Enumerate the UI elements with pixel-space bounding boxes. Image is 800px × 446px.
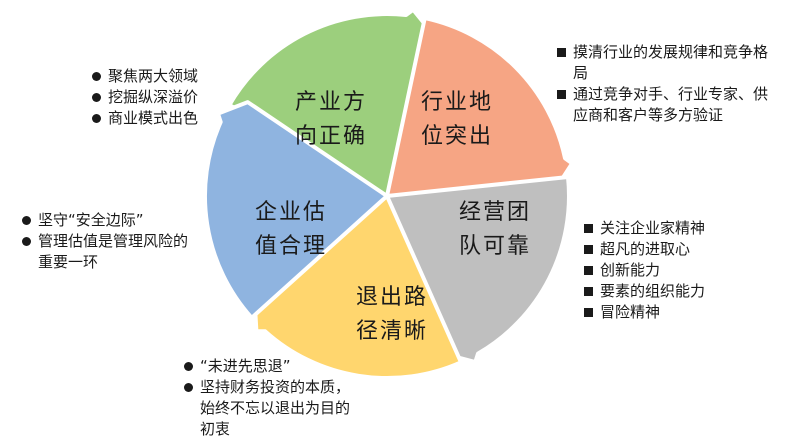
segment-label-position: 行业地位突出 xyxy=(420,90,493,149)
note-item: 坚守“安全边际” xyxy=(20,210,200,231)
note-item: 商业模式出色 xyxy=(90,108,250,129)
notes-valuation: 坚守“安全边际” 管理估值是管理风险的重要一环 xyxy=(20,210,200,273)
note-item: 超凡的进取心 xyxy=(582,239,762,260)
note-item: 创新能力 xyxy=(582,260,762,281)
notes-industry: 聚焦两大领域 挖掘纵深溢价 商业模式出色 xyxy=(90,66,250,129)
notes-exit: “未进先思退” 坚持财务投资的本质，始终不忘以退出为目的初衷 xyxy=(182,356,360,440)
note-item: 管理估值是管理风险的重要一环 xyxy=(20,231,200,273)
note-item: 通过竞争对手、行业专家、供应商和客户等多方验证 xyxy=(555,84,775,126)
note-item: 聚焦两大领域 xyxy=(90,66,250,87)
segment-industry xyxy=(227,7,436,198)
segment-exit xyxy=(252,194,463,381)
segment-label-exit: 退出路径清晰 xyxy=(355,285,428,344)
note-item: 冒险精神 xyxy=(582,302,762,323)
notes-position: 摸清行业的发展规律和竞争格局 通过竞争对手、行业专家、供应商和客户等多方验证 xyxy=(555,42,775,126)
note-item: 坚持财务投资的本质，始终不忘以退出为目的初衷 xyxy=(182,377,360,440)
note-item: “未进先思退” xyxy=(182,356,360,377)
segment-valuation xyxy=(202,100,389,320)
note-item: 挖掘纵深溢价 xyxy=(90,87,250,108)
segment-position xyxy=(385,16,575,198)
segment-label-team: 经营团队可靠 xyxy=(458,200,531,259)
note-item: 要素的组织能力 xyxy=(582,281,762,302)
note-item: 摸清行业的发展规律和竞争格局 xyxy=(555,42,775,84)
segment-label-valuation: 企业估值合理 xyxy=(254,200,327,259)
note-item: 关注企业家精神 xyxy=(582,218,762,239)
notes-team: 关注企业家精神 超凡的进取心 创新能力 要素的组织能力 冒险精神 xyxy=(582,218,762,323)
segment-label-industry: 产业方向正确 xyxy=(294,90,367,149)
